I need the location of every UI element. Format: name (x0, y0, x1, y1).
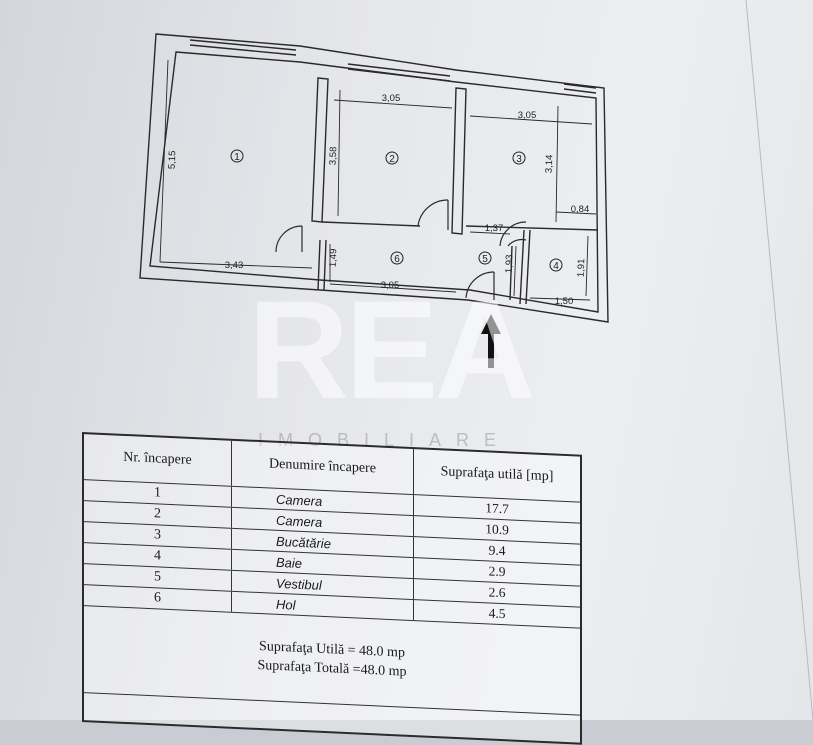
room-marker-5 (478, 251, 492, 265)
totals-divider (84, 692, 580, 716)
outer-wall-inner (149, 51, 599, 313)
room-marker-1 (230, 149, 244, 163)
dim-room2-width: 3,05 (382, 93, 401, 104)
room-5-label: 5 (482, 254, 488, 265)
door-entrance (465, 271, 495, 299)
wall-hol-left (317, 239, 321, 291)
room-6-label: 6 (394, 254, 400, 265)
dim-room3-height: 3,14 (544, 154, 556, 173)
totals-block: Suprafaţa Utilă = 48.0 mp Suprafaţa Tota… (84, 630, 580, 690)
dim-baie-height: 1,91 (576, 258, 588, 277)
floor-plan: 1 2 3 4 5 6 5,15 3,43 3,05 3,58 3,05 3,1… (139, 0, 813, 720)
door-room3 (499, 221, 527, 247)
rooms-table: Nr. încapere Denumire încapere Suprafaţa… (82, 432, 582, 745)
door-baie (507, 238, 527, 247)
entrance-arrow-icon (481, 314, 501, 368)
room-3-label: 3 (516, 154, 522, 165)
header-nr: Nr. încapere (84, 434, 232, 486)
room-marker-6 (390, 251, 404, 265)
dim-hol-height: 1,49 (328, 248, 340, 267)
room-4-label: 4 (553, 261, 559, 272)
dim-hol-width: 3,05 (381, 280, 400, 291)
wall-room2-hol (321, 221, 421, 227)
header-suprafata: Suprafaţa utilă [mp] (440, 464, 554, 485)
wall-room2-room3 (451, 87, 467, 235)
room-marker-2 (385, 151, 399, 165)
wall-room1-room2 (311, 77, 329, 223)
door-room2 (417, 199, 449, 227)
dim-room2-height: 3,58 (328, 146, 340, 165)
dim-vestibul-width: 1,37 (485, 223, 504, 234)
room-1-label: 1 (234, 152, 240, 163)
outer-wall-outer (139, 33, 609, 323)
dim-baie-width: 1,50 (555, 296, 574, 307)
dim-room1-height: 5,15 (167, 150, 179, 169)
header-denumire: Denumire încapere (232, 440, 414, 495)
page-edge (745, 0, 813, 720)
dim-room3-notch: 0,84 (571, 204, 590, 215)
wall-room3-bottom (465, 225, 599, 231)
dim-vestibul-height: 1,93 (504, 254, 516, 273)
dim-room1-width: 3,43 (225, 260, 244, 271)
room-2-label: 2 (389, 154, 395, 165)
wall-baie-left (519, 229, 525, 305)
dim-room3-width: 3,05 (518, 110, 537, 121)
door-room1 (275, 225, 303, 253)
room-marker-4 (549, 258, 563, 272)
room-marker-3 (512, 151, 526, 165)
